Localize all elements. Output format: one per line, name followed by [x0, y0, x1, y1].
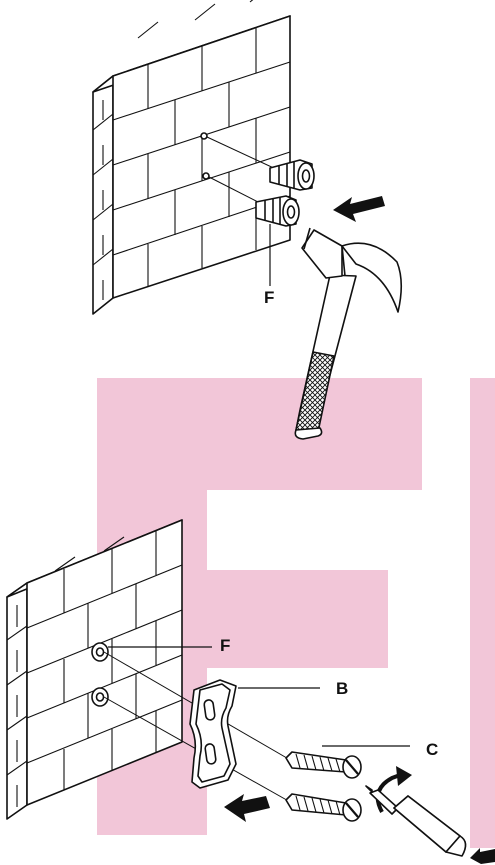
- wall-anchor: [269, 159, 315, 191]
- arrow-icon: [224, 794, 270, 822]
- callout-label-c: C: [426, 740, 439, 759]
- wall-anchor: [255, 195, 300, 227]
- drill-hole: [200, 132, 208, 140]
- brick-wall-top: [92, 0, 291, 315]
- watermark-letter-i: [470, 378, 495, 848]
- drill-hole: [202, 172, 210, 180]
- hammer-icon: [294, 227, 403, 440]
- screw: [285, 751, 362, 779]
- mounting-bracket: [189, 679, 237, 789]
- screw: [285, 793, 362, 822]
- callout-label-f-bottom: F: [220, 636, 231, 655]
- arrow-icon: [470, 848, 495, 864]
- screwdriver-icon: [365, 785, 467, 857]
- bottom-scene: [6, 519, 495, 864]
- arrow-icon: [333, 196, 385, 222]
- callout-label-b: B: [336, 679, 349, 698]
- top-scene: [92, 0, 403, 440]
- wall-anchor-inserted: [91, 642, 109, 707]
- brick-wall-bottom: [6, 519, 293, 820]
- callout-label-f-top: F: [264, 288, 275, 307]
